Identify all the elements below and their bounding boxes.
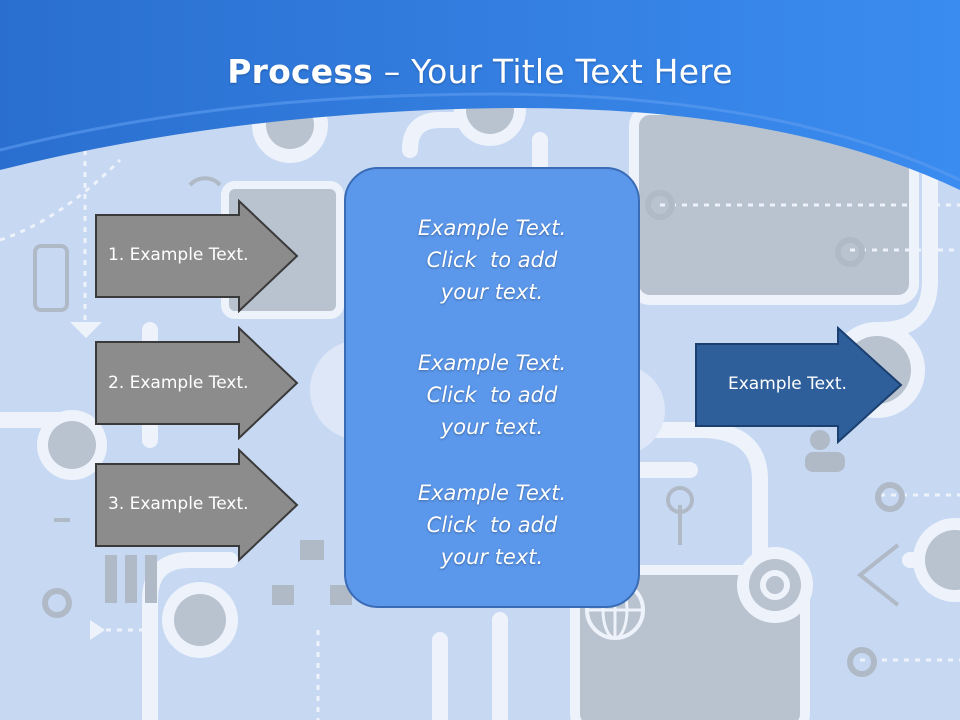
process-box[interactable] <box>344 167 640 608</box>
step-1-label: 1. Example Text. <box>108 245 249 265</box>
step-2-arrow[interactable] <box>94 326 300 440</box>
slide-title: Process – Your Title Text Here <box>0 52 960 91</box>
process-paragraph-2[interactable]: Example Text. Click to add your text. <box>344 347 640 443</box>
title-bold: Process <box>227 52 374 91</box>
paragraph-1-line-3: your text. <box>440 280 544 304</box>
paragraph-3-line-1: Example Text. <box>417 481 567 505</box>
paragraph-2-line-2: Click to add <box>426 383 558 407</box>
process-paragraph-1[interactable]: Example Text. Click to add your text. <box>344 212 640 308</box>
result-arrow[interactable] <box>694 326 904 444</box>
paragraph-1-line-1: Example Text. <box>417 216 567 240</box>
process-paragraph-3[interactable]: Example Text. Click to add your text. <box>344 477 640 573</box>
title-rest: – Your Title Text Here <box>373 52 733 91</box>
paragraph-2-line-3: your text. <box>440 415 544 439</box>
step-1-arrow[interactable] <box>94 199 300 313</box>
step-3-label: 3. Example Text. <box>108 494 249 514</box>
step-3-arrow[interactable] <box>94 448 300 562</box>
step-2-label: 2. Example Text. <box>108 373 249 393</box>
result-label: Example Text. <box>728 374 847 394</box>
paragraph-2-line-1: Example Text. <box>417 351 567 375</box>
paragraph-3-line-3: your text. <box>440 545 544 569</box>
paragraph-1-line-2: Click to add <box>426 248 558 272</box>
paragraph-3-line-2: Click to add <box>426 513 558 537</box>
